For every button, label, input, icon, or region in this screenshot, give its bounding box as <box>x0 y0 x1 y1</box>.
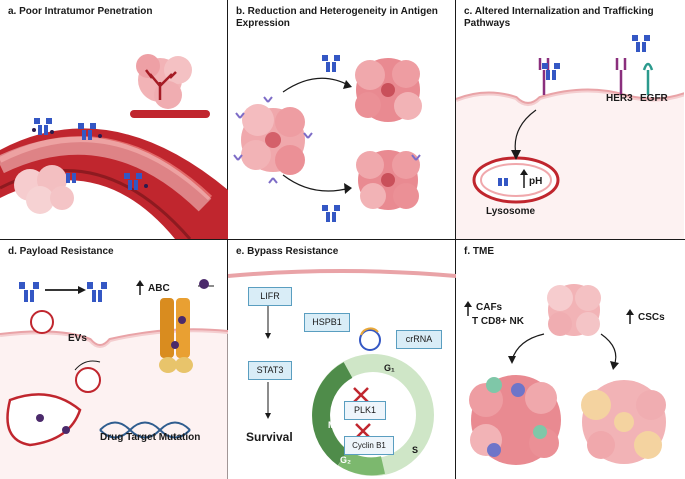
ph-label: pH <box>529 176 543 187</box>
m-label: M <box>328 420 336 430</box>
receptor-icon <box>642 62 654 95</box>
cscs-label: CSCs <box>638 312 665 323</box>
cyclin-b1-box: Cyclin B1 <box>344 436 394 455</box>
s-label: S <box>412 445 419 455</box>
tumor-cell-icon <box>355 58 422 122</box>
cell-cycle-icon <box>312 354 434 476</box>
panel-b-illustration <box>233 55 422 222</box>
panel-f: f. TME CAFs T CD8+ NK CSCs <box>456 240 684 479</box>
tcells-label: T CD8+ NK <box>472 316 524 327</box>
lifr-box: LIFR <box>248 287 292 306</box>
her3-label: HER3 <box>606 93 633 104</box>
receptor-icon <box>538 58 627 95</box>
panel-a-illustration <box>0 54 228 239</box>
panel-e-title: e. Bypass Resistance <box>236 246 339 257</box>
tumor-cell-icon <box>130 54 210 118</box>
cross-mark-icon <box>353 387 371 439</box>
tumor-cell-icon <box>356 150 420 210</box>
panel-a: a. Poor Intratumor Penetration <box>0 0 228 239</box>
egfr-label: EGFR <box>640 93 668 104</box>
g2-label: G₂ <box>340 455 351 465</box>
antibody-drug-conjugate-icon <box>19 282 107 302</box>
antibody-drug-conjugate-icon <box>34 118 142 190</box>
plk1-box: PLK1 <box>344 401 386 420</box>
panel-d: d. Payload Resistance ABC EVs Drug Targe… <box>0 240 228 479</box>
panel-f-title: f. TME <box>464 246 494 257</box>
tumor-cell-icon <box>241 104 305 175</box>
drug-target-mutation-label: Drug Target Mutation <box>100 432 201 443</box>
g1-label: G₁ <box>384 363 395 373</box>
tumor-cell-icon <box>581 380 666 464</box>
tumor-cell-icon <box>469 375 561 465</box>
survival-label: Survival <box>246 430 293 444</box>
panel-d-illustration <box>0 279 228 479</box>
panel-a-title: a. Poor Intratumor Penetration <box>8 6 153 17</box>
panel-f-illustration <box>464 284 666 465</box>
stat3-box: STAT3 <box>248 361 292 380</box>
tumor-cell-icon <box>547 284 601 336</box>
cafs-label: CAFs <box>476 302 503 313</box>
panel-c-illustration <box>456 35 684 239</box>
crrna-box: crRNA <box>396 330 442 349</box>
evs-label: EVs <box>68 333 87 344</box>
antibody-drug-conjugate-icon <box>498 35 650 186</box>
horizontal-divider <box>0 239 685 240</box>
antibody-drug-conjugate-icon <box>322 55 340 222</box>
crrna-loop-icon <box>359 329 381 351</box>
panel-e-illustration <box>228 269 456 476</box>
lysosome-label: Lysosome <box>486 206 536 217</box>
panel-c: c. Altered Internalization and Trafficki… <box>456 0 684 239</box>
abc-label: ABC <box>148 283 170 294</box>
panel-d-title: d. Payload Resistance <box>8 246 114 257</box>
panel-b: b. Reduction and Heterogeneity in Antige… <box>228 0 456 239</box>
abc-transporter-icon <box>159 298 193 373</box>
tumor-cell-icon <box>14 165 74 214</box>
panel-b-title: b. Reduction and Heterogeneity in Antige… <box>236 6 438 29</box>
panel-e: e. Bypass Resistance LIFR STAT3 Survival… <box>228 240 456 479</box>
receptor-icon <box>233 96 421 184</box>
panel-c-title: c. Altered Internalization and Trafficki… <box>464 6 654 29</box>
hspb1-box: HSPB1 <box>304 313 350 332</box>
dna-helix-icon <box>99 421 191 439</box>
